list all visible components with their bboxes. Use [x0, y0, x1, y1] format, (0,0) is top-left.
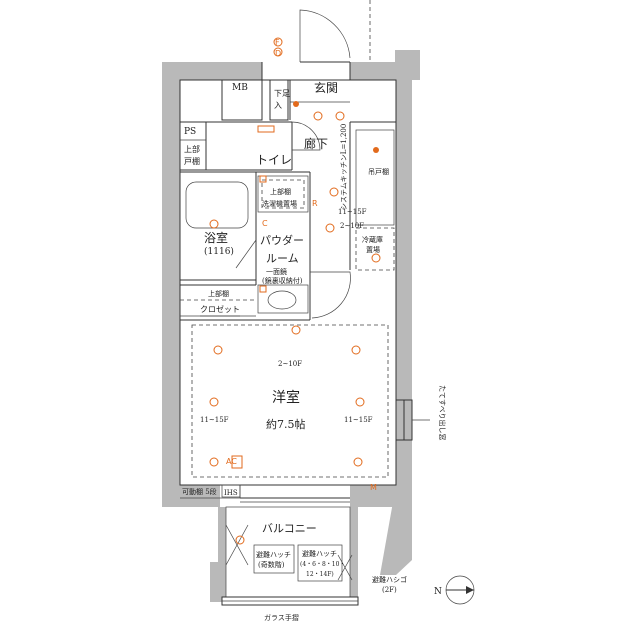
label-reizoko-2: 置場 — [366, 245, 380, 254]
structural-walls — [162, 50, 420, 602]
ann-d: D — [275, 49, 281, 58]
electrical-markers — [209, 37, 381, 545]
label-mirror-2: (鏡裏収納付) — [262, 276, 303, 285]
label-mirror-1: 一面鏡 — [266, 267, 287, 276]
label-reizoko-1: 冷蔵庫 — [362, 235, 383, 244]
ann-f1115-b: 11~15F — [200, 416, 229, 424]
ann-ac: AC — [226, 457, 237, 466]
label-shimoashi-2: 入 — [274, 101, 282, 110]
room-labels: MB 玄関 下足 入 PS 上部 戸棚 トイレ 廊下 システムキッチンL=1,2… — [182, 80, 447, 622]
label-roka: 廊下 — [304, 136, 328, 151]
label-kadou-dana: 可動棚 5段 — [182, 487, 217, 496]
ann-f210-b: 2~10F — [278, 360, 302, 368]
label-hatch-2c: 12・14F) — [306, 571, 334, 578]
annotation-labels: 11~15F 2~10F 2~10F 11~15F 11~15F AC R C … — [200, 38, 377, 492]
label-window: たてすべり出し窓 — [438, 385, 447, 441]
ann-f210-a: 2~10F — [340, 222, 364, 230]
label-hatch-1a: 避難ハッチ — [256, 550, 291, 559]
label-yokushitsu: 浴室 — [204, 230, 228, 245]
label-uebu-dana: 上部棚 — [270, 187, 291, 196]
label-powder-1: パウダー — [260, 233, 304, 247]
label-kitchen-todana: 吊戸棚 — [368, 167, 389, 176]
label-hatch-2a: 避難ハッチ — [302, 549, 337, 558]
label-youshitsu-size: 約7.5帖 — [266, 417, 306, 431]
label-powder-2: ルーム — [266, 252, 299, 265]
label-balcony: バルコニー — [262, 522, 317, 535]
ann-f: F — [275, 38, 280, 47]
label-ihs: IHS — [224, 489, 238, 497]
label-shimoashi-1: 下足 — [274, 89, 290, 98]
label-youshitsu: 洋室 — [272, 389, 300, 406]
north-arrow-icon — [445, 575, 475, 605]
label-ps: PS — [184, 127, 196, 137]
label-genkan: 玄関 — [314, 80, 338, 95]
label-system-kitchen: システムキッチンL=1,200 — [340, 124, 348, 210]
doors — [200, 0, 371, 319]
ann-f1115-a: 11~15F — [338, 208, 367, 216]
label-hatch-2b: (4・6・8・10・ — [300, 561, 345, 568]
window-right — [395, 399, 430, 441]
label-toilet: トイレ — [256, 153, 292, 167]
label-uebu-todana-1: 上部 — [184, 144, 200, 154]
ann-c: C — [262, 219, 268, 228]
ann-m: M — [370, 483, 377, 492]
interior-walls — [179, 62, 397, 503]
label-uebu-todana-2: 戸棚 — [184, 156, 200, 166]
label-uebu-dana-2: 上部棚 — [208, 289, 229, 298]
label-hashigo-2: (2F) — [382, 586, 397, 594]
label-mb: MB — [232, 83, 248, 93]
label-sentakuki: 洗濯機置場 — [262, 199, 297, 208]
balcony — [221, 506, 359, 606]
label-glass: ガラス手摺 — [264, 613, 299, 622]
ann-f1115-c: 11~15F — [344, 416, 373, 424]
label-north: N — [434, 587, 442, 597]
label-yokushitsu-size: (1116) — [204, 246, 234, 257]
label-closet: クロゼット — [200, 304, 240, 314]
label-hashigo-1: 避難ハシゴ — [372, 575, 407, 584]
ann-r: R — [312, 199, 318, 208]
label-hatch-1b: (奇数階) — [258, 560, 285, 569]
